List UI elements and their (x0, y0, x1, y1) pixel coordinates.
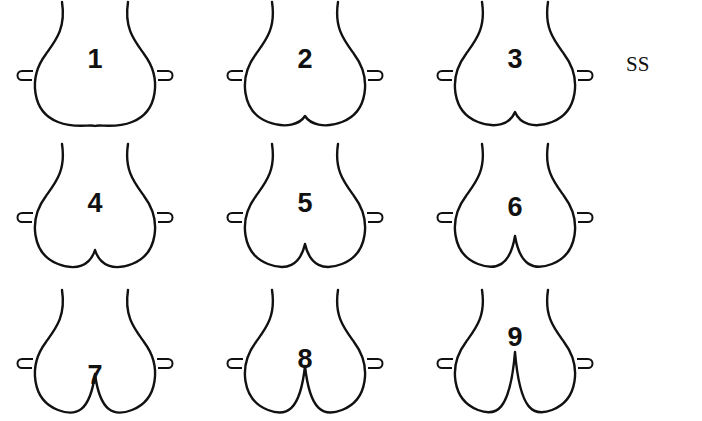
body-outline (245, 290, 365, 413)
side-tab (577, 359, 593, 368)
side-tab (367, 359, 383, 368)
figure-outline (430, 288, 600, 416)
figure-outline (10, 288, 180, 416)
side-tab (18, 213, 34, 222)
side-tab (18, 359, 34, 368)
figure-number: 2 (297, 46, 312, 73)
side-tab (577, 213, 593, 222)
side-tab (157, 71, 173, 80)
figure-number: 3 (507, 46, 522, 73)
outline-figure: 6 (430, 142, 600, 270)
figure-number: 4 (87, 190, 102, 217)
side-tab (577, 71, 593, 80)
figure-number: 1 (87, 46, 102, 73)
side-label: SS (626, 52, 649, 77)
outline-figure: 3 (430, 0, 600, 128)
figure-number: 6 (507, 194, 522, 221)
figure-number: 9 (507, 324, 522, 351)
side-tab (18, 71, 34, 80)
outline-figure: 4 (10, 142, 180, 270)
figure-number: 5 (297, 190, 312, 217)
side-tab (438, 71, 454, 80)
body-outline (245, 2, 365, 125)
side-tab (367, 71, 383, 80)
side-tab (228, 71, 244, 80)
body-outline (35, 290, 155, 413)
outline-figure: 8 (220, 288, 390, 416)
outline-figure: 7 (10, 288, 180, 416)
side-tab (157, 359, 173, 368)
body-outline (455, 144, 575, 267)
side-tab (228, 213, 244, 222)
side-tab (438, 359, 454, 368)
body-outline (35, 2, 155, 126)
side-tab (228, 359, 244, 368)
figure-number: 8 (297, 346, 312, 373)
body-outline (455, 290, 575, 412)
outline-figure: 2 (220, 0, 390, 128)
outline-figure: 1 (10, 0, 180, 128)
side-tab (438, 213, 454, 222)
body-outline (245, 144, 365, 267)
body-outline (455, 2, 575, 125)
side-tab (157, 213, 173, 222)
body-outline (35, 144, 155, 267)
side-tab (367, 213, 383, 222)
outline-figure: 5 (220, 142, 390, 270)
figure-number: 7 (87, 362, 102, 389)
outline-figure: 9 (430, 288, 600, 416)
